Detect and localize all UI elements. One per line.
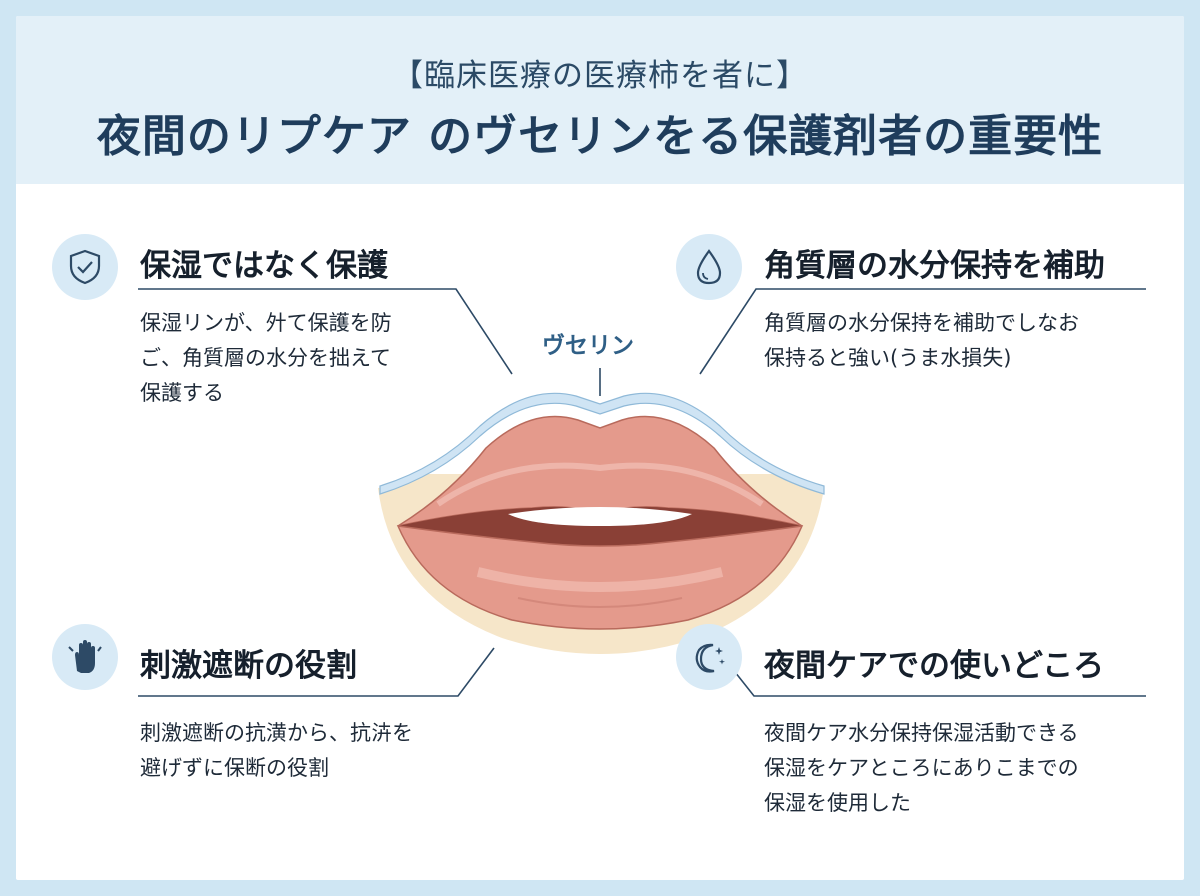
shield-icon-circle bbox=[52, 234, 118, 300]
section-body-moisture: 角質層の水分保持を補助でしなお 保持ると強い(うま水損失) bbox=[764, 306, 1079, 376]
infographic-frame: 【臨床医療の医療⁠柿を者に】 夜間のリプケア のヴセリンをる保護剤者の重要性 ヴ… bbox=[16, 16, 1184, 880]
body-line: 保護する bbox=[140, 381, 224, 405]
drop-icon-circle bbox=[676, 234, 742, 300]
body-line: 避げずに保断の役割 bbox=[140, 756, 329, 780]
hand-icon-circle bbox=[52, 624, 118, 690]
mouth-opening bbox=[398, 506, 802, 546]
moon-stars-icon bbox=[695, 643, 725, 673]
section-body-barrier: 刺激遮断の抗潢から、抗泋を 避げずに保断の役割 bbox=[140, 716, 413, 786]
body-line: ご、角質層の水分を拙えて bbox=[140, 346, 391, 370]
water-drop-icon bbox=[696, 249, 722, 285]
page-title: 夜間のリプケア のヴセリンをる保護剤者の重要性 bbox=[96, 111, 1104, 162]
page-subtitle: 【臨床医療の医療⁠柿を者に】 bbox=[392, 58, 808, 94]
body-line: 保湿をケアところにありこまでの bbox=[764, 756, 1079, 780]
petrolatum-label: ヴセリン bbox=[542, 333, 634, 359]
petrolatum-layer bbox=[379, 392, 825, 495]
connector-line-moisture bbox=[699, 288, 1146, 375]
section-heading-night: 夜間ケアでの使いどころ bbox=[764, 648, 1105, 684]
header-band: 【臨床医療の医療⁠柿を者に】 夜間のリプケア のヴセリンをる保護剤者の重要性 bbox=[16, 16, 1184, 184]
body-line: 保湿リンが、㚈て保護を防 bbox=[140, 311, 392, 335]
body-line: 保持ると強い(うま水損失) bbox=[764, 346, 1012, 370]
section-heading-moisture: 角質層の水分保持を補助 bbox=[764, 248, 1105, 284]
section-heading-barrier: 刺激遮断の役割 bbox=[140, 648, 357, 684]
section-heading-protection: 保湿ではなく保護 bbox=[140, 248, 388, 284]
body-line: 刺激遮断の抗潢から、抗泋を bbox=[140, 721, 413, 745]
section-body-night: 夜間ケア水分保持保湿活動できる 保湿をケアところにありこまでの 保湿を使用した bbox=[764, 716, 1079, 821]
lips-illustration bbox=[378, 392, 825, 654]
shield-check-icon bbox=[69, 249, 101, 285]
body-line: 角質層の水分保持を補助でしなお bbox=[764, 311, 1079, 335]
moon-icon-circle bbox=[676, 624, 742, 690]
connector-line-protect bbox=[138, 288, 513, 375]
teeth bbox=[508, 507, 692, 526]
lower-lip bbox=[396, 525, 804, 630]
section-body-protection: 保湿リンが、㚈て保護を防 ご、角質層の水分を拙えて 保護する bbox=[140, 306, 392, 411]
body-line: 保湿を使用した bbox=[764, 791, 911, 815]
hand-icon bbox=[68, 640, 102, 673]
connector-line-barrier bbox=[138, 647, 495, 697]
body-line: 夜間ケア水分保持保湿活動できる bbox=[764, 721, 1079, 745]
